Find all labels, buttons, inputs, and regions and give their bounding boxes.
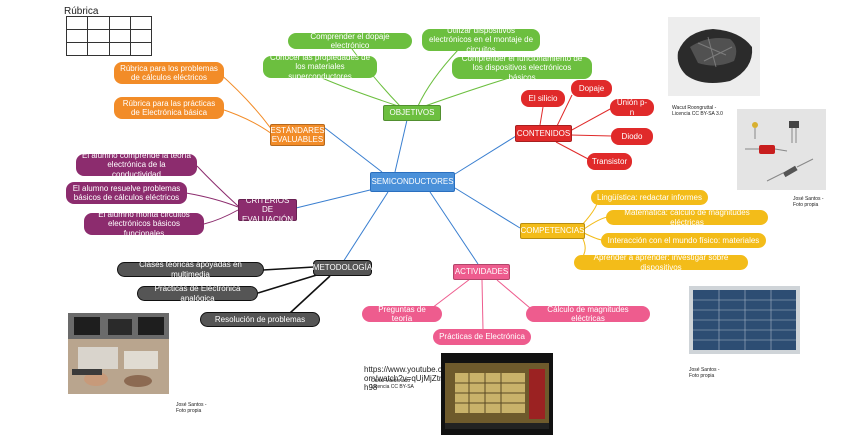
link-metodologia — [342, 191, 389, 263]
criterios-item[interactable]: El alumno resuelve problemas básicos de … — [66, 182, 187, 204]
metodologia-item[interactable]: Resolución de problemas — [200, 312, 320, 327]
topic-actividades[interactable]: ACTIVIDADES — [453, 264, 510, 280]
estandares-item[interactable]: Rúbrica para las prácticas de Electrónic… — [114, 97, 224, 119]
criterios-item[interactable]: El alumno comprende la teoría electrónic… — [76, 151, 197, 179]
contenidos-item[interactable]: Diodo — [611, 128, 653, 145]
video-caption: Canal Maldonado Licencia CC BY-SA — [371, 378, 414, 390]
contenidos-item[interactable]: Dopaje — [571, 80, 612, 97]
link-actividades — [429, 191, 479, 265]
objetivos-item[interactable]: Comprender el funcionamiento de los disp… — [452, 54, 592, 82]
solar-panel-photo — [689, 286, 800, 354]
competencias-item[interactable]: Lingüística: redactar informes — [591, 190, 708, 205]
link-objetivos — [394, 119, 408, 173]
topic-estandares[interactable]: ESTÁNDARES EVALUABLES — [270, 124, 325, 146]
silicon-photo — [668, 17, 760, 96]
metodologia-item[interactable]: Prácticas de Electrónica analógica — [137, 284, 258, 303]
competencias-item[interactable]: Matemática: cálculo de magnitudes eléctr… — [606, 208, 768, 227]
silicon-caption: Wacut Roongruttal - Licencia CC BY-SA 3.… — [672, 105, 723, 117]
link-competencias — [454, 187, 521, 229]
youtube-link[interactable]: https://www.youtube.com/watch?v=qUjMjZtn… — [364, 365, 444, 393]
objetivos-item[interactable]: Comprender el dopaje electrónico — [288, 32, 412, 50]
classroom-photo — [68, 313, 169, 394]
topic-contenidos[interactable]: CONTENIDOS — [515, 125, 572, 142]
topic-competencias[interactable]: COMPETENCIAS — [520, 223, 585, 239]
criterios-item[interactable]: El alumno monta circuitos electrónicos b… — [84, 210, 204, 238]
contenidos-item[interactable]: Transistor — [587, 153, 632, 170]
link-criterios — [295, 189, 371, 209]
metodologia-item[interactable]: Clases teóricas apoyadas en multimedia — [117, 260, 264, 279]
components-caption: José Santos - Foto propia — [793, 196, 824, 208]
rubric-title: Rúbrica — [64, 6, 99, 17]
objetivos-item[interactable]: Conocer las propiedades de los materiale… — [263, 53, 377, 81]
estandares-item[interactable]: Rúbrica para los problemas de cálculos e… — [114, 62, 224, 84]
contenidos-item[interactable]: Unión p-n — [610, 98, 654, 117]
topic-criterios[interactable]: CRITERIOS DE EVALUACIÓN — [238, 196, 297, 224]
classroom-caption: José Santos - Foto propia — [176, 402, 207, 414]
video-thumbnail[interactable] — [441, 353, 553, 435]
topic-metodologia[interactable]: METODOLOGÍA — [313, 260, 372, 276]
rubric-table — [65, 16, 153, 56]
components-photo — [737, 109, 826, 190]
link-estandares — [324, 127, 383, 173]
competencias-item[interactable]: Interacción con el mundo físico: materia… — [601, 233, 766, 248]
competencias-item[interactable]: Aprender a aprender: investigar sobre di… — [574, 253, 748, 272]
actividades-item[interactable]: Prácticas de Electrónica — [433, 329, 531, 345]
contenidos-item[interactable]: El silicio — [521, 90, 565, 107]
objetivos-item[interactable]: Utilizar dispositivos electrónicos en el… — [422, 26, 540, 54]
topic-objetivos[interactable]: OBJETIVOS — [383, 105, 441, 121]
central-topic[interactable]: SEMICONDUCTORES — [370, 172, 455, 192]
link-contenidos — [454, 135, 517, 175]
actividades-item[interactable]: Cálculo de magnitudes eléctricas — [526, 305, 650, 323]
actividades-item[interactable]: Preguntas de teoría — [362, 305, 442, 323]
solar-panel-caption: José Santos - Foto propia — [689, 367, 720, 379]
